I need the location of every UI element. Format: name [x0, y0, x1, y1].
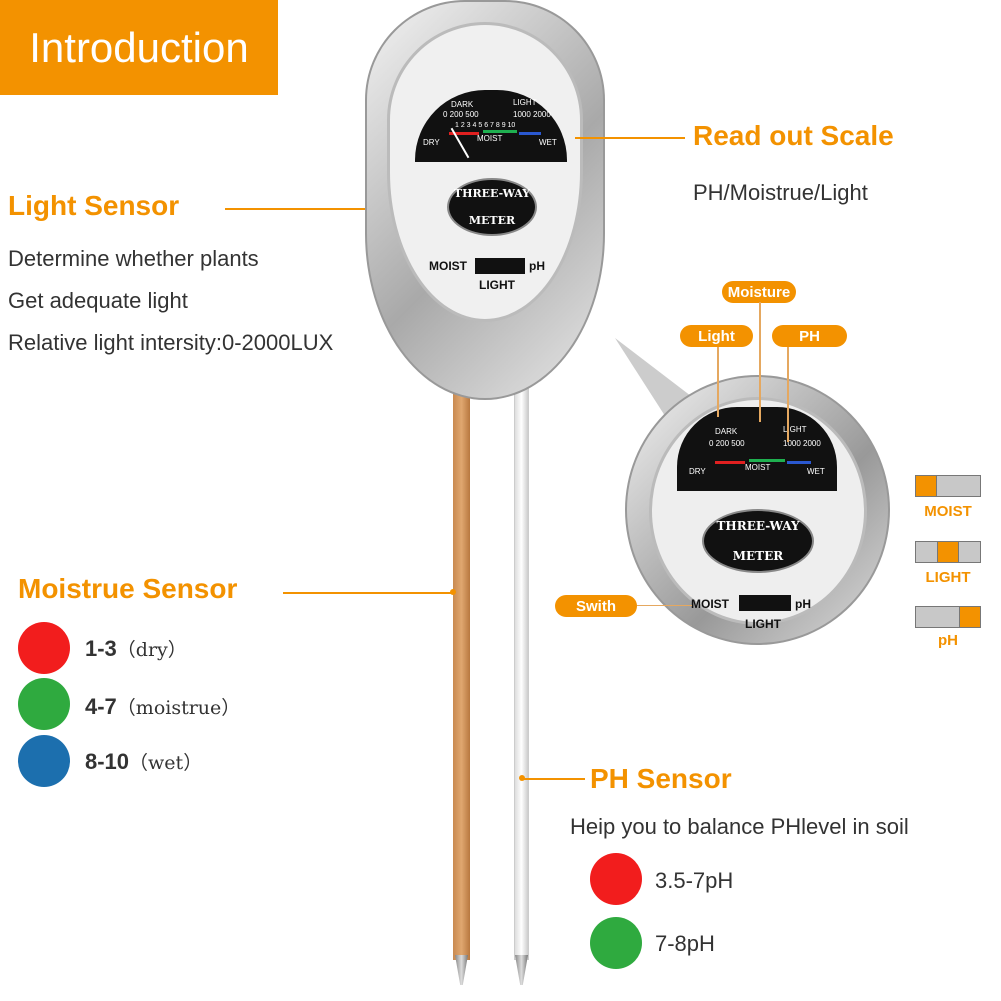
- neutral-color-swatch: [590, 917, 642, 969]
- moist-color-swatch: [18, 678, 70, 730]
- switch-ph-label: pH: [529, 259, 545, 273]
- ph-sensor-subtitle: Heip you to balance PHlevel in soil: [570, 814, 909, 839]
- plate-top-text: THREE-WAY: [453, 187, 531, 200]
- switch-position-label: MOIST: [924, 503, 972, 520]
- switch-position-ph: pH: [915, 606, 981, 649]
- switch-moist-label: MOIST: [691, 597, 729, 611]
- ph-sensor-leader: [522, 778, 585, 780]
- light-sensor-line-1: Determine whether plants: [8, 246, 259, 271]
- switch-position-light: LIGHT: [915, 541, 981, 586]
- callout-light-line: [717, 347, 719, 417]
- dial-dry-label: DRY: [689, 467, 706, 476]
- dial-moist-scale: 1 2 3 4 5 6 7 8 9 10: [455, 122, 516, 129]
- callout-moisture-line: [759, 302, 761, 422]
- dial-moist-label: MOIST: [477, 134, 503, 143]
- switch-position-moist: MOIST: [915, 475, 981, 520]
- readout-leader: [575, 137, 685, 139]
- light-sensor-line-2: Get adequate light: [8, 288, 188, 313]
- switch-light-label: LIGHT: [745, 617, 781, 631]
- dial-moist-label: MOIST: [745, 463, 771, 472]
- switch-ph-label: pH: [795, 597, 811, 611]
- mode-switch[interactable]: [475, 258, 525, 274]
- ph-level-neutral: 7-8pH: [655, 931, 715, 956]
- dial-wet-label: WET: [539, 138, 557, 147]
- acidic-color-swatch: [590, 853, 642, 905]
- probe-tip: [515, 955, 528, 985]
- ph-probe: [514, 385, 529, 960]
- callout-switch-line: [637, 605, 692, 606]
- light-sensor-line-3: Relative light intersity:0-2000LUX: [8, 330, 334, 355]
- dial-light-scale: 0 200 500: [443, 110, 479, 119]
- probe-tip: [455, 955, 468, 985]
- intro-banner: Introduction: [0, 0, 278, 95]
- plate-bottom-text: METER: [732, 549, 784, 563]
- zoomed-dial: DARK LIGHT 0 200 500 1000 2000 DRY MOIST…: [677, 407, 837, 491]
- callout-moisture: Moisture: [722, 281, 796, 303]
- plate-top-text: THREE-WAY: [716, 519, 800, 533]
- light-sensor-title: Light Sensor: [8, 190, 180, 221]
- dial-light-scale: 0 200 500: [709, 439, 745, 448]
- dry-color-swatch: [18, 622, 70, 674]
- switch-position-label: pH: [938, 632, 958, 649]
- leader-dot: [450, 589, 456, 595]
- moisture-probe: [453, 370, 470, 960]
- ph-sensor-title: PH Sensor: [590, 763, 732, 794]
- meter-plate: THREE-WAY METER: [447, 178, 537, 236]
- moisture-sensor-title: Moistrue Sensor: [18, 573, 238, 604]
- dial-light-label: LIGHT: [783, 425, 807, 434]
- plate-bottom-text: METER: [468, 214, 516, 227]
- dial-light-label: LIGHT: [513, 98, 537, 107]
- zoomed-plate: THREE-WAY METER: [702, 509, 814, 573]
- dial-light-scale-high: 1000 2000: [513, 110, 551, 119]
- moisture-level-moist: 4-7（moistrue）: [85, 694, 241, 719]
- moisture-level-wet: 8-10（wet）: [85, 749, 203, 774]
- light-sensor-leader: [225, 208, 370, 210]
- callout-light: Light: [680, 325, 753, 347]
- dial-dark-label: DARK: [715, 427, 738, 436]
- readout-subtitle: PH/Moistrue/Light: [693, 180, 868, 205]
- callout-switch: Swith: [555, 595, 637, 617]
- moisture-sensor-leader: [283, 592, 453, 594]
- callout-ph-line: [787, 347, 789, 442]
- meter-body: DARK LIGHT 0 200 500 1000 2000 1 2 3 4 5…: [365, 0, 605, 400]
- ph-level-acidic: 3.5-7pH: [655, 868, 734, 893]
- switch-position-label: LIGHT: [925, 569, 971, 586]
- zoomed-mode-switch[interactable]: [739, 595, 791, 611]
- switch-moist-label: MOIST: [429, 259, 467, 273]
- dial-wet-label: WET: [807, 467, 825, 476]
- moisture-level-dry: 1-3（dry）: [85, 636, 187, 661]
- dial-dry-label: DRY: [423, 138, 440, 147]
- switch-light-label: LIGHT: [479, 278, 515, 292]
- wet-color-swatch: [18, 735, 70, 787]
- zoomed-meter: DARK LIGHT 0 200 500 1000 2000 DRY MOIST…: [625, 375, 890, 645]
- readout-title: Read out Scale: [693, 120, 894, 151]
- dial-light-scale-high: 1000 2000: [783, 439, 821, 448]
- dial-dark-label: DARK: [451, 100, 474, 109]
- callout-ph: PH: [772, 325, 847, 347]
